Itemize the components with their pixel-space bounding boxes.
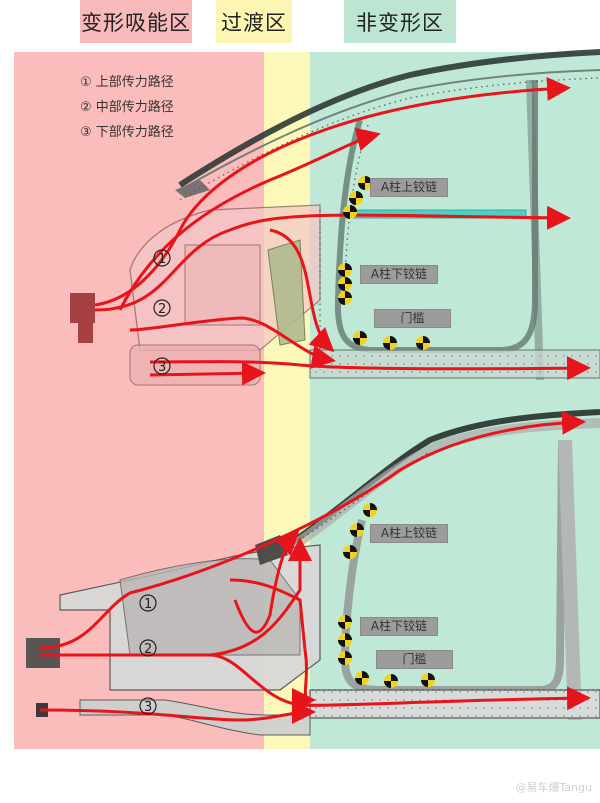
svg-text:1: 1 xyxy=(144,597,152,612)
svg-text:2: 2 xyxy=(158,302,166,317)
rigid-zone-band xyxy=(310,52,600,749)
top-load-paths xyxy=(94,76,591,386)
top-label-door-sill: 门槛 xyxy=(374,309,451,328)
legend: ① 上部传力路径 ② 中部传力路径 ③ 下部传力路径 xyxy=(80,70,174,145)
header-rigid-zone: 非变形区 xyxy=(344,0,456,43)
top-body-structure xyxy=(70,49,600,386)
header-deform-zone: 变形吸能区 xyxy=(80,0,192,43)
bottom-label-door-sill: 门槛 xyxy=(376,650,453,669)
legend-item-middle-path: ② 中部传力路径 xyxy=(80,100,174,115)
watermark: @易车爆Tangu xyxy=(515,781,592,794)
bottom-label-a-pillar-lower-hinge: A柱下铰链 xyxy=(360,617,438,636)
bottom-hinge-markers xyxy=(338,503,435,688)
top-label-a-pillar-upper-hinge: A柱上铰链 xyxy=(370,178,448,197)
legend-item-lower-path: ③ 下部传力路径 xyxy=(80,125,174,140)
top-hinge-markers xyxy=(338,176,430,350)
bottom-load-paths xyxy=(39,410,591,725)
svg-text:3: 3 xyxy=(144,700,152,715)
svg-text:1: 1 xyxy=(158,252,166,267)
legend-item-upper-path: ① 上部传力路径 xyxy=(80,75,174,90)
svg-text:3: 3 xyxy=(158,360,166,375)
top-label-a-pillar-lower-hinge: A柱下铰链 xyxy=(360,265,438,284)
bottom-label-a-pillar-upper-hinge: A柱上铰链 xyxy=(370,524,448,543)
svg-text:2: 2 xyxy=(144,642,152,657)
header-transition-zone: 过渡区 xyxy=(216,0,292,43)
bottom-body-structure xyxy=(26,409,600,736)
